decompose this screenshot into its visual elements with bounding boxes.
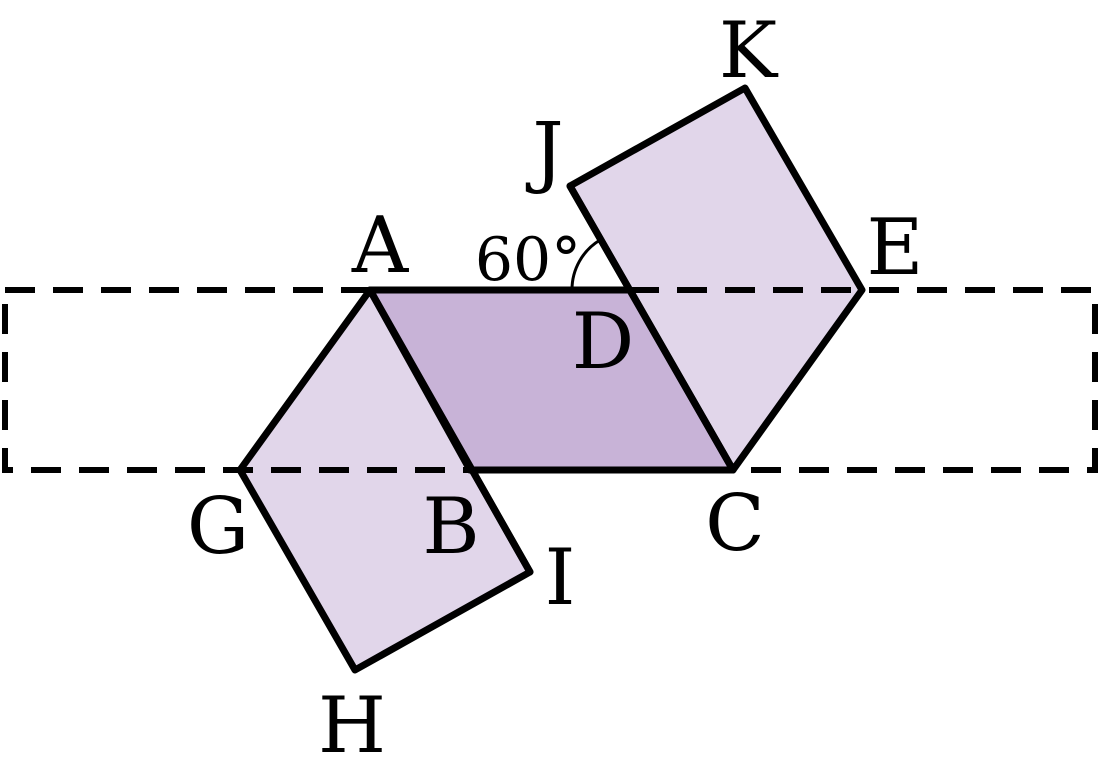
point-label-b: B [422, 482, 479, 572]
point-label-j: J [525, 107, 563, 197]
point-label-k: K [719, 6, 779, 96]
segment-jc [566, 182, 737, 474]
point-label-e: E [867, 203, 924, 293]
dashed-rectangle [2, 287, 1098, 473]
point-label-c: C [705, 479, 765, 569]
point-label-i: I [545, 533, 576, 623]
segment-ai [366, 286, 534, 576]
angle-label: 60° [475, 225, 581, 295]
point-label-d: D [572, 297, 635, 387]
angle-arc [570, 238, 601, 291]
point-label-a: A [351, 201, 410, 291]
point-label-h: H [318, 681, 386, 771]
point-label-g: G [187, 482, 249, 572]
